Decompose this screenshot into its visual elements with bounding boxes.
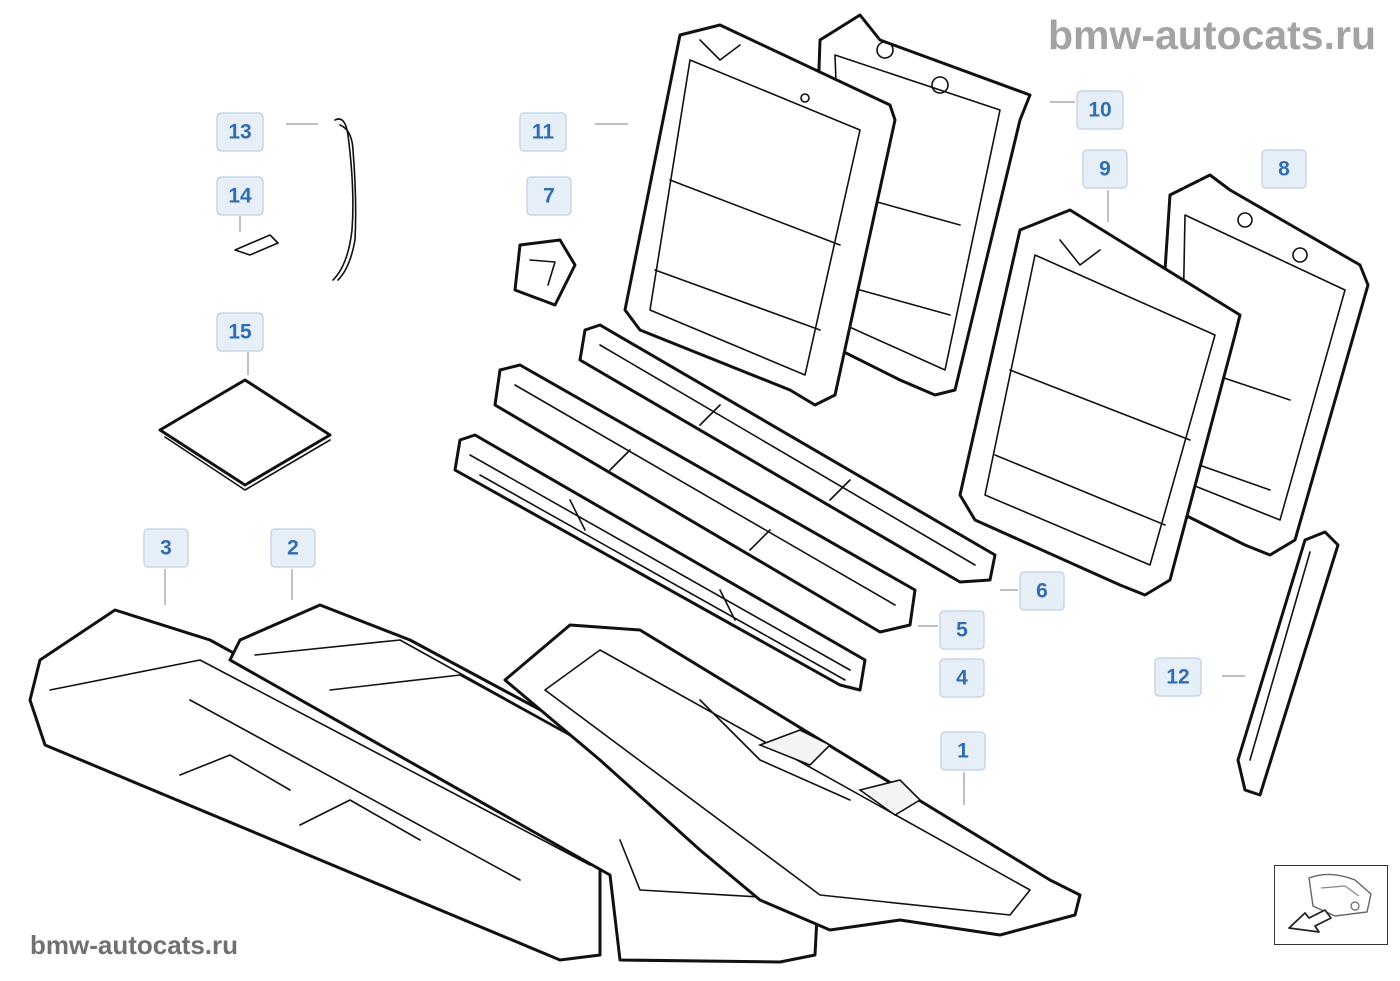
callout-11-label: 11 xyxy=(532,121,555,144)
callout-14[interactable]: 14 xyxy=(216,176,264,216)
callout-12-label: 12 xyxy=(1166,666,1189,689)
part-13-wire-spring xyxy=(332,118,357,281)
callout-9-label: 9 xyxy=(1099,158,1111,181)
callout-8-label: 8 xyxy=(1278,158,1290,181)
navigation-thumbnail[interactable] xyxy=(1274,865,1388,945)
callout-5-label: 5 xyxy=(956,619,968,642)
callout-1[interactable]: 1 xyxy=(940,731,986,771)
callout-5[interactable]: 5 xyxy=(939,610,985,650)
part-1-seat-base-frame xyxy=(503,623,1082,937)
callout-4[interactable]: 4 xyxy=(939,658,985,698)
part-9-backrest xyxy=(958,208,1242,597)
callout-3[interactable]: 3 xyxy=(143,528,189,568)
callout-7[interactable]: 7 xyxy=(526,176,572,216)
callout-1-label: 1 xyxy=(957,740,969,763)
part-11-backrest xyxy=(623,23,897,407)
callout-3-label: 3 xyxy=(160,537,172,560)
part-12-side-bolster xyxy=(1236,530,1340,797)
callout-15-label: 15 xyxy=(228,321,252,344)
part-15-foam-pad xyxy=(158,378,332,491)
callout-10[interactable]: 10 xyxy=(1076,90,1124,130)
callout-8[interactable]: 8 xyxy=(1261,149,1307,189)
callout-14-label: 14 xyxy=(228,185,252,208)
callout-7-label: 7 xyxy=(543,185,555,208)
part-3-seat-cushion xyxy=(28,608,602,962)
callout-6[interactable]: 6 xyxy=(1019,571,1065,611)
callout-13-label: 13 xyxy=(228,121,251,144)
callout-2[interactable]: 2 xyxy=(270,528,316,568)
part-14-wire-clip xyxy=(234,234,279,256)
callout-13[interactable]: 13 xyxy=(216,112,264,152)
callout-12[interactable]: 12 xyxy=(1154,657,1202,697)
callout-2-label: 2 xyxy=(287,537,299,560)
part-4-rail-bracket xyxy=(453,433,867,692)
callout-6-label: 6 xyxy=(1036,580,1048,603)
watermark-top: bmw-autocats.ru xyxy=(1047,12,1376,58)
arrow-down-left-icon xyxy=(1288,873,1372,933)
leader-lines xyxy=(164,101,1245,805)
callout-4-label: 4 xyxy=(956,667,968,690)
callout-11[interactable]: 11 xyxy=(519,112,567,152)
part-5-trim-strip xyxy=(493,363,917,634)
callout-9[interactable]: 9 xyxy=(1082,149,1128,189)
part-7-clip xyxy=(513,238,577,307)
watermark-bottom: bmw-autocats.ru xyxy=(30,930,239,960)
callout-15[interactable]: 15 xyxy=(216,312,264,352)
part-6-trim-strip xyxy=(578,323,997,584)
callout-10-label: 10 xyxy=(1088,99,1111,122)
